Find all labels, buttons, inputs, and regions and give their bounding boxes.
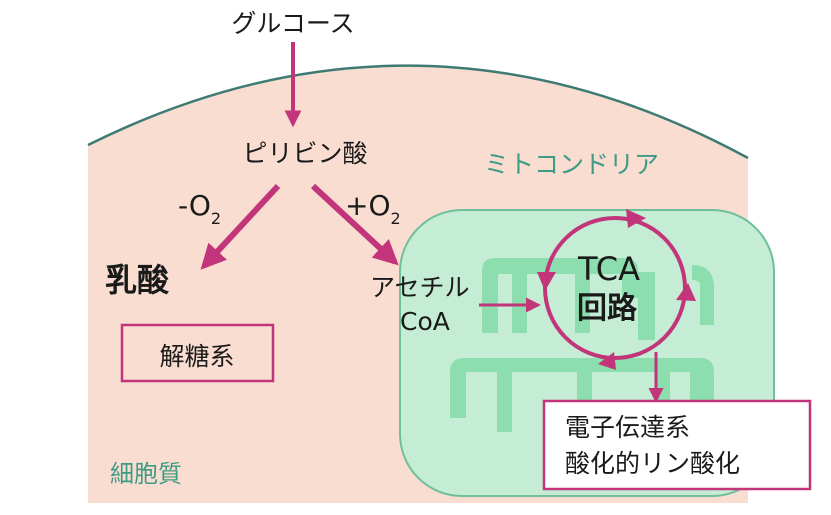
- electron-transport-label-line1: 電子伝達系: [565, 413, 690, 442]
- pyruvate-label: ピリビン酸: [242, 139, 367, 168]
- acetyl-coa-label-line2: CoA: [400, 307, 450, 336]
- mitochondria-label: ミトコンドリア: [484, 150, 659, 179]
- glucose-label: グルコース: [231, 9, 354, 38]
- lactate-label: 乳酸: [105, 261, 170, 299]
- acetyl-coa-label-line1: アセチル: [370, 273, 470, 302]
- electron-transport-label-line2: 酸化的リン酸化: [565, 449, 740, 478]
- cell-membrane: [87, 64, 749, 160]
- tca-label-line2: 回路: [577, 291, 638, 326]
- cytoplasm-label: 細胞質: [110, 460, 182, 488]
- glycolysis-label: 解糖系: [159, 342, 234, 371]
- glycolysis-box: [120, 323, 275, 383]
- mitochondrial-cristae: [450, 258, 714, 432]
- electron-transport-box: [542, 399, 812, 491]
- arrow-pyruvate-to-lactate: [200, 183, 281, 270]
- tca-label-line1: TCA: [577, 250, 640, 288]
- arrow-pyruvate-to-acetyl-coa: [310, 183, 399, 266]
- tca-cycle-arrowheads: [537, 209, 696, 370]
- plus-o2-label: +O2: [345, 189, 401, 228]
- minus-o2-label: -O2: [178, 189, 221, 228]
